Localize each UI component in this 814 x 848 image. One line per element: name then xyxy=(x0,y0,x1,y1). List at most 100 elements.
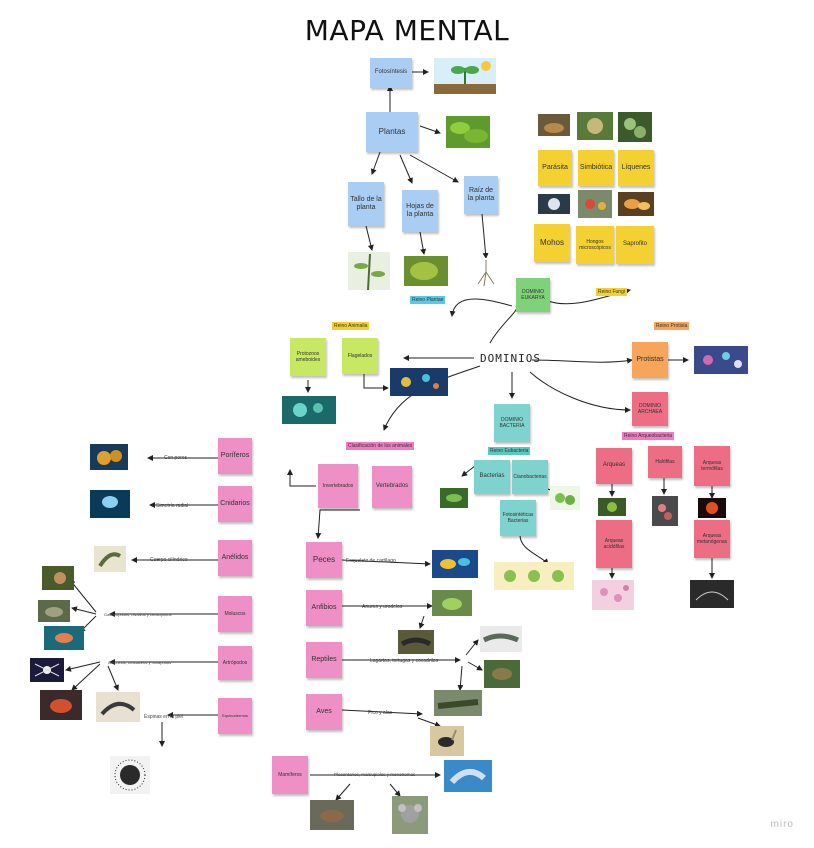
snail-image xyxy=(42,566,74,590)
photosynthesis-image xyxy=(434,58,496,94)
note-cianobacterias[interactable]: Cianobacterias xyxy=(512,460,548,494)
cyanobacteria-image xyxy=(550,486,580,510)
label-moluscos-ejemplos: Gasterópodos, bivalvos y cefalópodos xyxy=(104,612,172,617)
note-dominio-eukarya[interactable]: DOMINIO EUKARYA xyxy=(516,278,550,312)
note-tallo[interactable]: Tallo de la planta xyxy=(348,182,384,226)
page-title: MAPA MENTAL xyxy=(304,14,510,47)
stem-image xyxy=(348,252,390,290)
note-acidofilas[interactable]: Arqueas acidófilas xyxy=(596,520,632,568)
note-simbiotica[interactable]: Simbiótica xyxy=(578,150,614,186)
note-hojas[interactable]: Hojas de la planta xyxy=(402,190,438,232)
lizard-image xyxy=(480,626,522,652)
clam-image xyxy=(38,600,70,622)
octopus-image xyxy=(44,626,84,650)
note-dominio-bacteria[interactable]: DOMINIO BACTERIA xyxy=(494,404,530,442)
label-reptiles-ejemplos: Lagartos, tortugas y cocodrilos xyxy=(370,658,439,664)
note-plantas[interactable]: Plantas xyxy=(366,112,418,152)
mold-image xyxy=(538,194,570,214)
note-aves[interactable]: Aves xyxy=(306,694,342,730)
note-moluscos[interactable]: Moluscos xyxy=(218,596,252,632)
tag-reino-fungi: Reino Fungi xyxy=(596,288,627,296)
label-aves-ejemplos: Pico y alas xyxy=(368,710,393,716)
microscopic-fungi-image xyxy=(578,190,612,218)
note-cnidarios[interactable]: Cnidarios xyxy=(218,486,252,522)
note-poriferos[interactable]: Poríferos xyxy=(218,438,252,474)
parasitic-fungus-image xyxy=(538,114,570,136)
note-flagelados[interactable]: Flagelados xyxy=(342,338,378,374)
note-mamiferos[interactable]: Mamíferos xyxy=(272,756,308,794)
note-metanogenas[interactable]: Arqueas metanógenas xyxy=(694,520,730,558)
note-raiz[interactable]: Raíz de la planta xyxy=(464,176,498,214)
note-anelidos[interactable]: Anélidos xyxy=(218,540,252,576)
thermophiles-image xyxy=(698,498,726,518)
worm-image xyxy=(94,546,126,572)
note-vertebrados[interactable]: Vertebrados xyxy=(372,466,412,508)
centipede-image xyxy=(96,692,140,722)
label-con-poros: Con poros xyxy=(164,455,188,461)
note-protistas[interactable]: Protistas xyxy=(632,342,668,378)
jellyfish-image xyxy=(90,490,130,518)
note-halofilas[interactable]: Halófilas xyxy=(648,446,682,478)
platypus-image xyxy=(310,800,354,830)
note-liquenes[interactable]: Líquenes xyxy=(618,150,654,186)
miro-logo: miro xyxy=(770,819,794,830)
note-artropodos[interactable]: Artrópodos xyxy=(218,646,252,680)
note-termofilas[interactable]: Arqueas termófilas xyxy=(694,446,730,486)
note-saprofitos[interactable]: Saprofito xyxy=(616,226,654,264)
symbiotic-fungus-image xyxy=(577,112,613,140)
note-mohos[interactable]: Mohos xyxy=(534,224,570,262)
methanogens-image xyxy=(690,580,734,608)
acidophiles-image xyxy=(592,580,634,610)
label-peces-ejemplos: Esqueleto de cartílago xyxy=(346,558,396,564)
lichen-image xyxy=(618,112,652,142)
turtle-image xyxy=(484,660,520,688)
fish-image xyxy=(432,550,478,578)
photosynthetic-bacteria-diagram xyxy=(494,562,574,590)
ostrich-image xyxy=(430,726,464,756)
center-node-dominios[interactable]: DOMINIOS xyxy=(480,352,541,365)
salamander-image xyxy=(398,630,434,654)
note-reptiles[interactable]: Reptiles xyxy=(306,642,342,678)
saprophyte-image xyxy=(618,192,654,216)
label-artropodos-ejemplos: Arácnidos, crustáceos y miriápodos xyxy=(108,660,172,665)
note-hongos-microscopicos[interactable]: Hongos microscópicos xyxy=(576,226,614,264)
note-parasita[interactable]: Parásita xyxy=(538,150,572,186)
flagellates-image xyxy=(390,368,448,396)
sponge-image xyxy=(90,444,128,470)
protists-image xyxy=(694,346,748,374)
label-cuerpo-cilindrico: Cuerpo cilíndrico xyxy=(150,557,188,563)
koala-image xyxy=(392,796,428,834)
note-fotosinteticas[interactable]: Fotosintéticas Bacterias xyxy=(500,500,536,536)
note-arqueas[interactable]: Arqueas xyxy=(596,448,632,484)
tag-reino-plantae: Reino Plantae xyxy=(410,296,446,304)
label-anfibios-ejemplos: Anuros y urodelos xyxy=(362,604,403,610)
dolphin-image xyxy=(444,760,492,792)
note-bacterias[interactable]: Bacterias xyxy=(474,460,510,494)
plant-leaves-image xyxy=(446,116,490,148)
note-fotosintesis[interactable]: Fotosíntesis xyxy=(370,58,412,88)
tag-clasificacion-animales: Clasificación de los animales xyxy=(346,442,415,450)
tag-reino-eubacteria: Reino Eubacteria xyxy=(488,447,531,455)
note-dominio-archaea[interactable]: DOMINIO ARCHAEA xyxy=(632,392,668,426)
tag-reino-animalia: Reino Animalia xyxy=(332,322,370,330)
note-anfibios[interactable]: Anfibios xyxy=(306,590,342,626)
note-invertebrados[interactable]: Invertebrados xyxy=(318,464,358,508)
leaf-image xyxy=(404,256,448,286)
note-equinodermos[interactable]: Equinodermos xyxy=(218,698,252,734)
crab-image xyxy=(40,690,82,720)
tag-reino-arqueobacteria: Reino Arqueobacteria xyxy=(622,432,675,440)
note-ameboides[interactable]: Protozoos ameboides xyxy=(290,338,326,376)
root-image xyxy=(470,258,502,288)
tag-reino-protista: Reino Protista xyxy=(654,322,690,330)
amoeba-image xyxy=(282,396,336,424)
note-peces[interactable]: Peces xyxy=(306,542,342,578)
crocodile-image xyxy=(434,690,482,716)
label-mamiferos-ejemplos: Placentarios, marsupiales y monotremas xyxy=(334,772,416,777)
archaea-image xyxy=(598,498,626,516)
bacteria-image xyxy=(440,488,468,508)
label-espinas-piel: Espinas en la piel xyxy=(144,714,184,720)
frog-image xyxy=(432,590,472,616)
sea-urchin-image xyxy=(110,756,150,794)
halophiles-image xyxy=(652,496,678,526)
